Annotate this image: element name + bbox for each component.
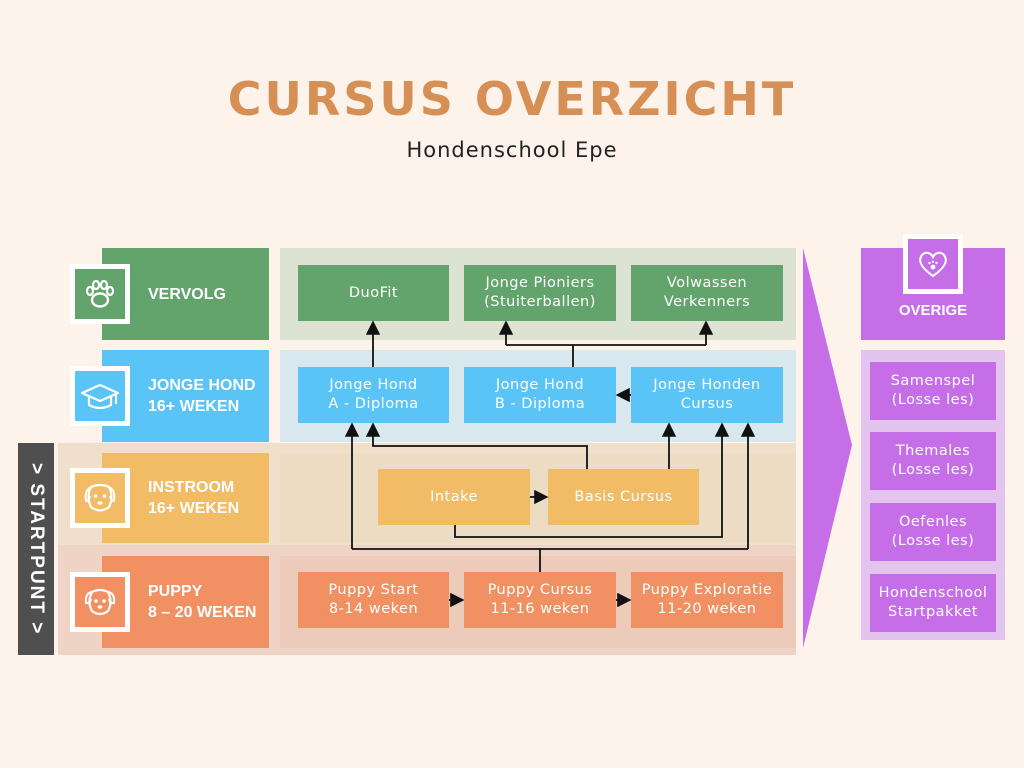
paw-icon [75,269,125,319]
heart-paw-icon [908,239,958,289]
overige-item-oefenles[interactable]: Oefenles (Losse les) [870,503,996,561]
paw-icon-frame [70,264,130,324]
graduation-cap-icon [75,371,125,421]
row-label-text: VERVOLG [148,285,226,303]
row-label-text: INSTROOM 16+ WEKEN [148,479,240,517]
overige-item-themales[interactable]: Themales (Losse les) [870,432,996,490]
row-label-puppy: PUPPY 8 – 20 WEKEN [70,556,269,648]
page-subtitle: Hondenschool Epe [406,138,618,162]
overige-chevron [803,248,852,648]
overige-label: OVERIGE [898,302,968,319]
startpunt-label: > STARTPUNT > [26,462,47,636]
course-duofit[interactable]: DuoFit [298,265,449,321]
overige-item-samenspel[interactable]: Samenspel (Losse les) [870,362,996,420]
course-basis-cursus[interactable]: Basis Cursus [548,469,699,525]
graduation-cap-icon-frame [70,366,130,426]
course-jonge-hond-a[interactable]: Jonge Hond A - Diploma [298,367,449,423]
heart-paw-icon-frame [903,234,963,294]
puppy-face-icon [75,577,125,627]
course-intake[interactable]: Intake [378,469,530,525]
row-label-text: PUPPY 8 – 20 WEKEN [148,583,257,621]
instroom-inner-panel [280,453,796,543]
course-volwassen-verkenners[interactable]: Volwassen Verkenners [631,265,783,321]
dog-face-icon [75,473,125,523]
course-jonge-hond-b[interactable]: Jonge Hond B - Diploma [464,367,616,423]
overige-header: OVERIGE [861,234,1005,340]
page-title: CURSUS OVERZICHT [227,72,797,126]
course-jonge-pioniers[interactable]: Jonge Pioniers (Stuiterballen) [464,265,616,321]
dog-face-icon-frame [70,468,130,528]
course-puppy-start[interactable]: Puppy Start 8-14 weken [298,572,449,628]
puppy-face-icon-frame [70,572,130,632]
overige-item-startpakket[interactable]: Hondenschool Startpakket [870,574,996,632]
startpunt-bar: > STARTPUNT > [18,443,54,655]
course-jonge-honden-cursus[interactable]: Jonge Honden Cursus [631,367,783,423]
row-label-text: JONGE HOND 16+ WEKEN [148,377,256,415]
row-label-jonge-hond: JONGE HOND 16+ WEKEN [70,350,269,442]
row-label-vervolg: VERVOLG [70,248,269,340]
course-puppy-exploratie[interactable]: Puppy Exploratie 11-20 weken [631,572,783,628]
course-puppy-cursus[interactable]: Puppy Cursus 11-16 weken [464,572,616,628]
row-label-instroom: INSTROOM 16+ WEKEN [70,453,269,543]
